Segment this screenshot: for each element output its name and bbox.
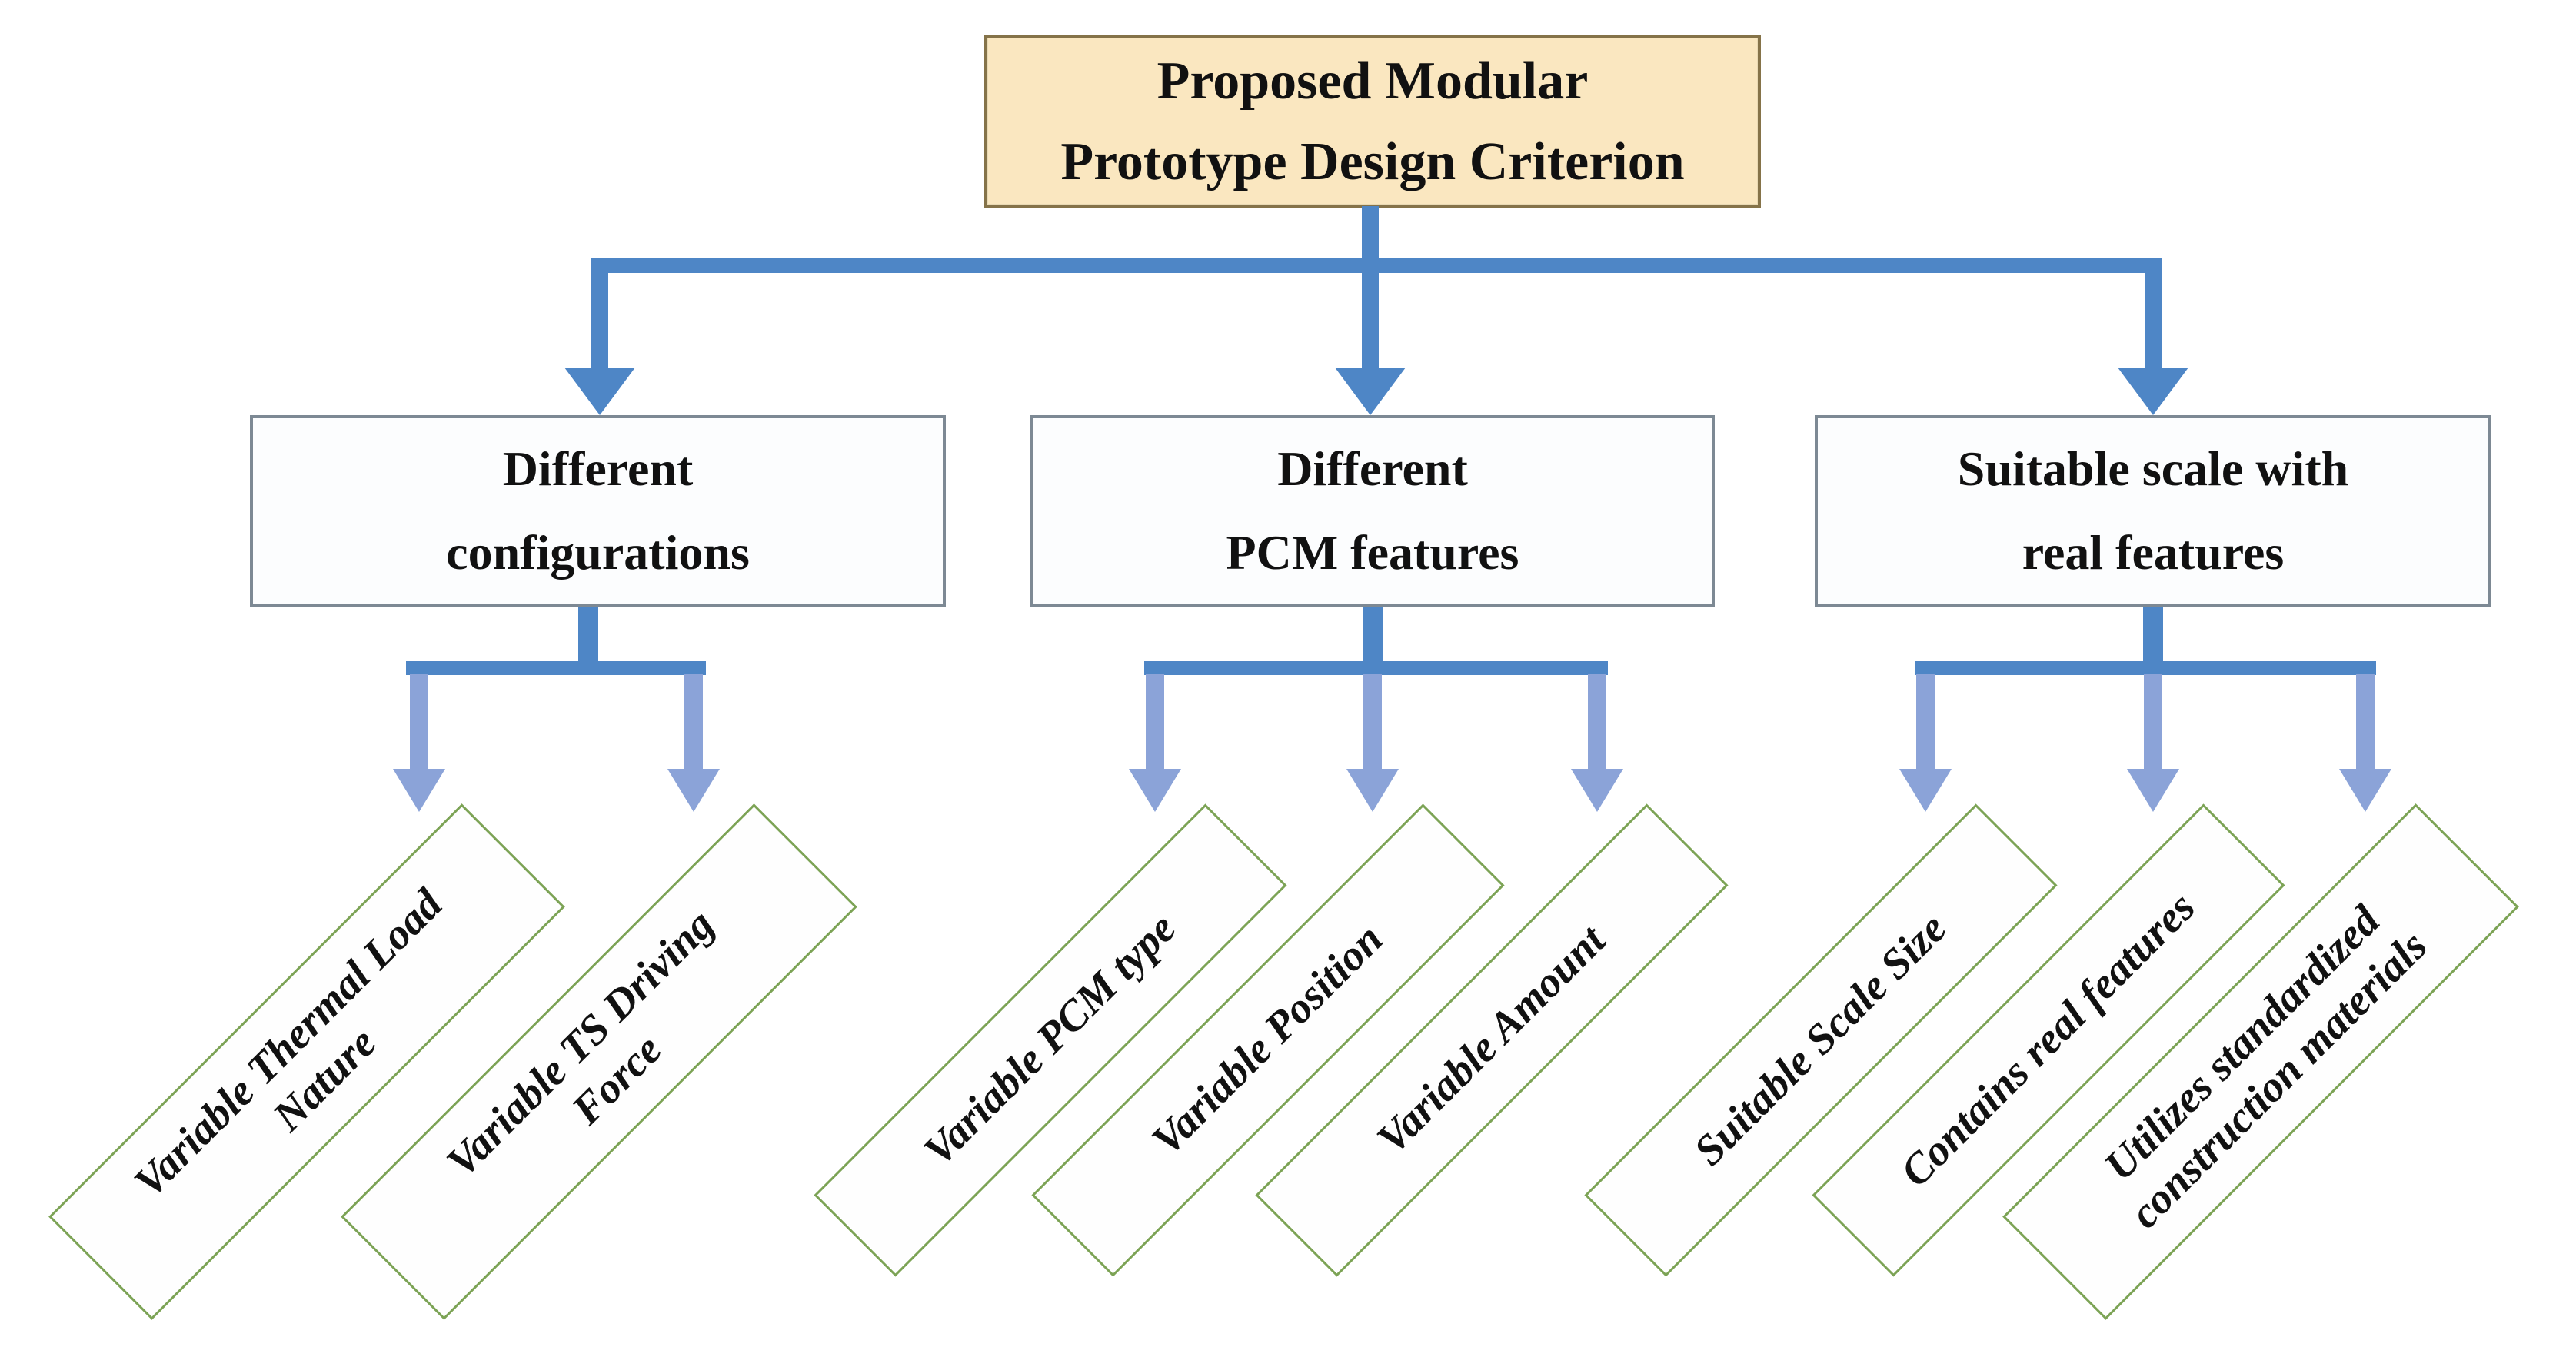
- arrow-down-icon: [667, 769, 720, 812]
- connector-group2-stem: [1363, 607, 1383, 664]
- connector-level1-bar: [591, 258, 2162, 273]
- arrow-down-icon: [1129, 769, 1181, 812]
- arrow-down-icon: [564, 368, 635, 415]
- arrow-down-icon: [1346, 769, 1399, 812]
- connector-group3-shaft-2: [2144, 674, 2162, 772]
- arrow-down-icon: [2339, 769, 2391, 812]
- arrow-down-icon: [393, 769, 445, 812]
- connector-level1-shaft-right: [2145, 271, 2162, 371]
- connector-group3-shaft-3: [2356, 674, 2375, 772]
- root-box-proposed-modular-prototype-design-criterion: Proposed Modular Prototype Design Criter…: [984, 35, 1761, 208]
- connector-group1-shaft-1: [410, 674, 428, 772]
- connector-level1-shaft-left: [591, 271, 608, 371]
- branch-box-different-configurations: Different configurations: [250, 415, 946, 607]
- branch-box-different-pcm-features: Different PCM features: [1030, 415, 1715, 607]
- connector-group3-shaft-1: [1916, 674, 1935, 772]
- connector-root-stem: [1362, 206, 1379, 260]
- arrow-down-icon: [2118, 368, 2188, 415]
- connector-group2-shaft-2: [1363, 674, 1382, 772]
- connector-group1-shaft-2: [684, 674, 703, 772]
- arrow-down-icon: [1899, 769, 1952, 812]
- arrow-down-icon: [2127, 769, 2179, 812]
- arrow-down-icon: [1571, 769, 1623, 812]
- connector-group1-bar: [406, 661, 706, 675]
- branch-box-suitable-scale-with-real-features: Suitable scale with real features: [1815, 415, 2491, 607]
- arrow-down-icon: [1335, 368, 1406, 415]
- connector-group3-bar: [1915, 661, 2376, 675]
- connector-group3-stem: [2143, 607, 2163, 664]
- connector-group2-shaft-3: [1588, 674, 1606, 772]
- connector-group2-shaft-1: [1146, 674, 1164, 772]
- connector-group1-stem: [578, 607, 598, 664]
- connector-level1-shaft-middle: [1362, 271, 1379, 371]
- connector-group2-bar: [1144, 661, 1608, 675]
